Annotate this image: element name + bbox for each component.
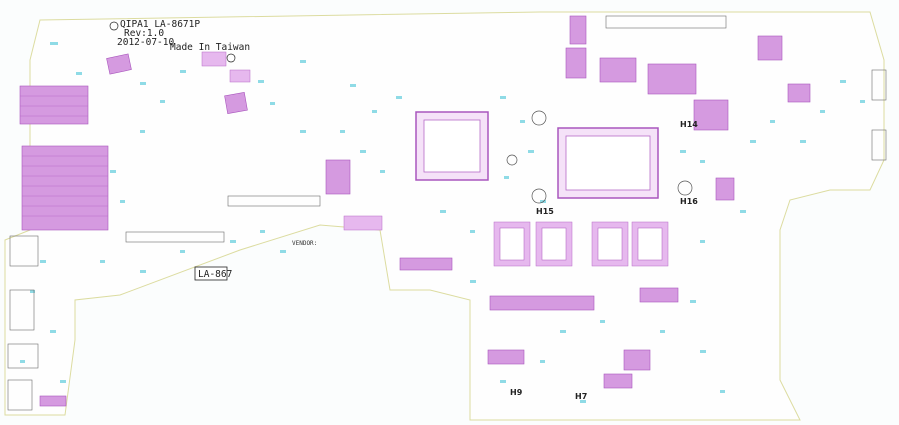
chip-rt-7	[569, 15, 587, 45]
board-outline	[4, 11, 885, 421]
chip-rt-4	[599, 57, 637, 83]
connector-center-left	[325, 159, 351, 195]
hole-h9: H9	[510, 388, 523, 397]
chip-rt-2	[693, 99, 729, 131]
chip-left-upper	[19, 85, 89, 125]
cpu-die	[423, 119, 481, 173]
capacitor-3	[677, 180, 693, 196]
port-left-1	[9, 235, 39, 267]
hole-h14: H14	[680, 120, 698, 129]
connector-bottom-wide	[489, 295, 595, 311]
chip-rt-1	[757, 35, 783, 61]
chip-rt-6	[787, 83, 811, 103]
capacitor-1	[531, 110, 547, 126]
board-tag: LA-867	[198, 269, 232, 280]
connector-top-strip	[227, 195, 321, 207]
chip-tl-3	[201, 51, 227, 67]
pch-die	[565, 135, 651, 191]
capacitor-4	[506, 154, 518, 166]
board-tag-box	[194, 266, 228, 281]
connector-small	[343, 215, 383, 231]
vendor-label: VENDOR:	[292, 240, 317, 247]
hole-h16: H16	[680, 197, 698, 206]
connector-bottom-left	[487, 349, 525, 365]
port-left-3	[7, 343, 39, 369]
chip-rt-3	[647, 63, 697, 95]
made-in-label: Made In Taiwan	[170, 42, 250, 53]
port-right-1	[871, 69, 887, 101]
chip-br-3	[639, 287, 679, 303]
chip-rt-strip	[605, 15, 727, 29]
chip-left-lower	[21, 145, 109, 231]
hole-h15: H15	[536, 207, 554, 216]
logo-circle-icon	[109, 21, 119, 31]
passive-components	[20, 42, 865, 403]
rohs-circle-icon	[226, 53, 236, 63]
connector-mid	[399, 257, 453, 271]
chip-tl-1	[106, 53, 132, 75]
chip-tl-4	[229, 69, 251, 83]
port-left-2	[9, 289, 35, 331]
port-left-4	[7, 379, 33, 411]
chip-tl-2	[224, 92, 248, 114]
port-right-2	[871, 129, 887, 161]
vram-group	[493, 221, 669, 267]
chip-rt-8	[715, 177, 735, 201]
chip-left-grid	[20, 95, 108, 217]
board-date: 2012-07-10	[117, 37, 174, 48]
connector-left-strip	[125, 231, 225, 243]
chip-br-4	[39, 395, 67, 407]
board-title: QIPA1 LA-8671P	[120, 19, 200, 30]
chip-br-2	[603, 373, 633, 389]
capacitor-2	[531, 188, 547, 204]
chip-br-1	[623, 349, 651, 371]
hole-h7: H7	[575, 392, 587, 401]
chip-rt-5	[565, 47, 587, 79]
board-revision: Rev:1.0	[124, 28, 164, 39]
